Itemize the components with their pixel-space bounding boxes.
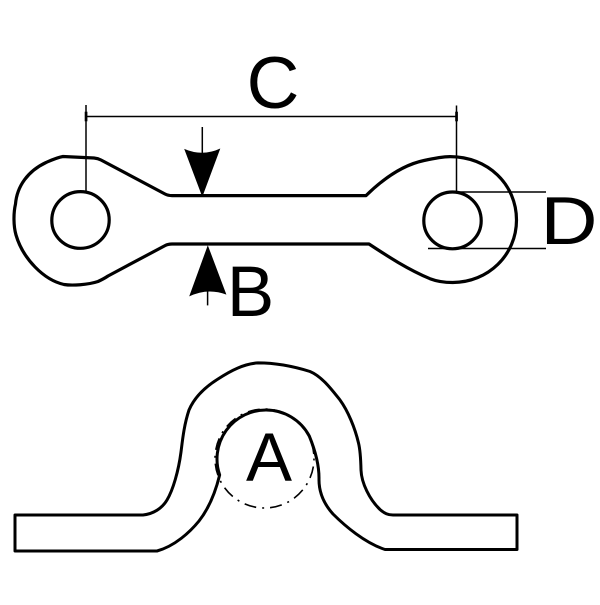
svg-text:B: B	[227, 253, 274, 332]
svg-text:A: A	[246, 419, 292, 496]
svg-text:C: C	[247, 43, 300, 124]
svg-text:D: D	[541, 183, 598, 259]
